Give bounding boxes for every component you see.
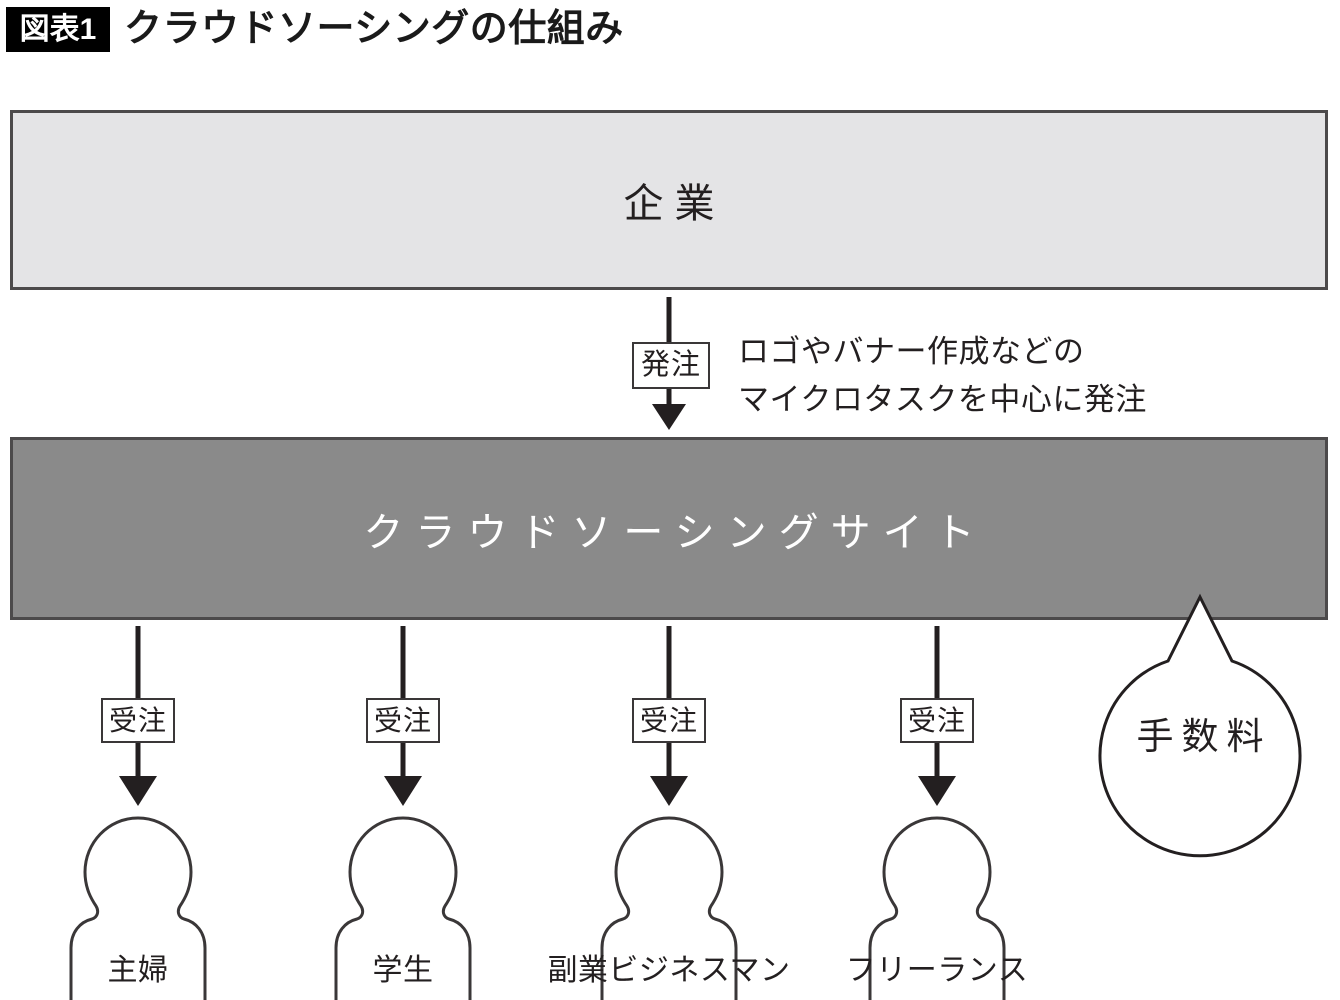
page-title: クラウドソーシングの仕組み	[124, 8, 624, 50]
enterprise-node-label: 企業	[623, 182, 726, 226]
crowdsourcing-site-node: クラウドソーシングサイト	[10, 437, 1328, 620]
worker-label-2: 学生	[372, 954, 434, 987]
receive-flow-chip-4: 受注	[900, 698, 974, 743]
order-annotation-line-1: ロゴやバナー作成などの	[738, 334, 1085, 369]
order-flow-chip: 発注	[632, 342, 710, 389]
receive-flow-chip-3: 受注	[632, 698, 706, 743]
fee-callout-label: 手数料	[1136, 716, 1272, 757]
receive-flow-chip-1: 受注	[101, 698, 175, 743]
order-annotation: ロゴやバナー作成などの マイクロタスクを中心に発注	[738, 328, 1147, 424]
worker-label-3: 副業ビジネスマン	[547, 954, 791, 987]
figure-title-bar: 図表1 クラウドソーシングの仕組み	[0, 0, 1340, 62]
crowdsourcing-site-node-label: クラウドソーシングサイト	[363, 510, 987, 555]
order-annotation-line-2: マイクロタスクを中心に発注	[738, 382, 1147, 417]
receive-flow-chip-2: 受注	[366, 698, 440, 743]
figure-number-badge: 図表1	[6, 7, 110, 52]
worker-label-4: フリーランス	[845, 954, 1029, 987]
enterprise-node: 企業	[10, 110, 1328, 290]
worker-label-1: 主婦	[107, 954, 169, 987]
